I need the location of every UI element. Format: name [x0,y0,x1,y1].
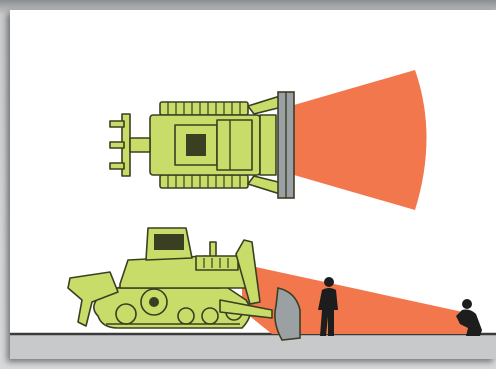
side-hood [196,256,238,270]
top-hood [217,120,252,170]
ground-fill [10,334,496,359]
top-track-upper [160,102,248,115]
top-blade-frame [260,115,276,175]
top-track-lower [160,175,248,188]
bulldozer-blind-spot-diagram [10,10,496,359]
top-cab-roof-detail [186,134,206,156]
operator-head [168,237,178,247]
top-view-blind-zone [294,70,427,210]
top-ripper-bar [130,138,150,152]
illustration-panel [10,10,496,359]
top-view-group [110,70,427,210]
side-view-group [10,228,496,359]
